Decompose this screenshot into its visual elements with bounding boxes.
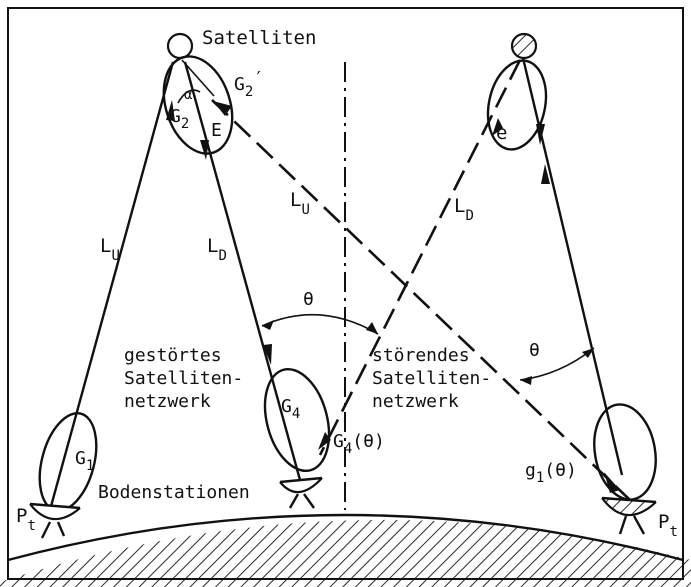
theta-arc-middle [261,313,379,335]
interfering-downlink-line [318,59,522,456]
ground-station-left [29,412,98,539]
label-g4: G4 [281,396,300,422]
interfering-downlink-arrow-2 [318,432,331,450]
theta-arc-middle-arrow-b [366,322,378,334]
downlink-left-line [183,61,302,481]
label-g1: G1 [75,448,94,474]
interfering-downlink-arrow-1 [492,118,503,136]
label-theta-right: θ [529,340,540,361]
label-gestoertes-3: netzwerk [124,391,211,412]
ground-station-middle-lobe [263,367,331,473]
label-gestoertes-2: Satelliten- [124,368,243,389]
label-theta-middle: θ [303,289,314,310]
label-stoerendes-3: netzwerk [372,391,459,412]
ground-station-right-dish [601,497,657,517]
earth-surface [0,513,691,587]
label-g1-theta: g1(θ) [525,460,577,486]
ground-station-left-lobe [38,412,98,512]
label-stoerendes-1: störendes [372,345,470,366]
satellite-right-antenna-lobe [486,59,548,151]
label-ld-left: LD [207,235,227,264]
label-lu-left: LU [100,235,120,264]
label-alpha: α [184,87,193,103]
alpha-arc [177,89,201,104]
theta-arc-right-arrow-b [520,376,532,385]
interfering-uplink-arrow-1 [213,101,232,116]
ground-station-left-dish-rim [29,502,81,510]
interfering-uplink-line [211,99,631,501]
label-bodenstationen: Bodenstationen [98,482,250,503]
link-right-arrow-2 [541,164,550,184]
earth-curve [7,513,684,562]
label-g4-theta: G4(θ) [333,431,385,457]
label-stoerendes-2: Satelliten- [372,368,491,389]
downlink-left-arrow-1 [200,140,209,160]
theta-arc-right-arrow-a [582,348,594,358]
label-ld-right: LD [454,195,474,224]
label-e-lower: e [496,122,507,144]
label-gestoertes-1: gestörtes [124,345,222,366]
ground-station-middle [263,367,331,509]
label-lu-mid: LU [290,189,310,218]
theta-arc-middle-arrow-a [262,320,274,330]
ground-station-right [593,403,657,535]
satellite-right [510,32,538,60]
label-satelliten: Satelliten [202,27,316,49]
link-right-arrow-1 [536,124,545,145]
label-g2-prime: G2′ [234,68,264,100]
label-pt-right: Pt [658,511,678,540]
uplink-left-arrow [166,100,175,121]
label-pt-left: Pt [16,505,36,534]
label-e-upper: E [211,120,222,141]
uplink-left-line [48,61,175,511]
satellite-left [166,32,194,60]
downlink-left-arrow-2 [263,344,272,365]
interfering-uplink-arrow-2 [604,472,620,493]
label-g2: G2 [170,106,189,132]
ground-station-right-lobe [593,403,657,501]
